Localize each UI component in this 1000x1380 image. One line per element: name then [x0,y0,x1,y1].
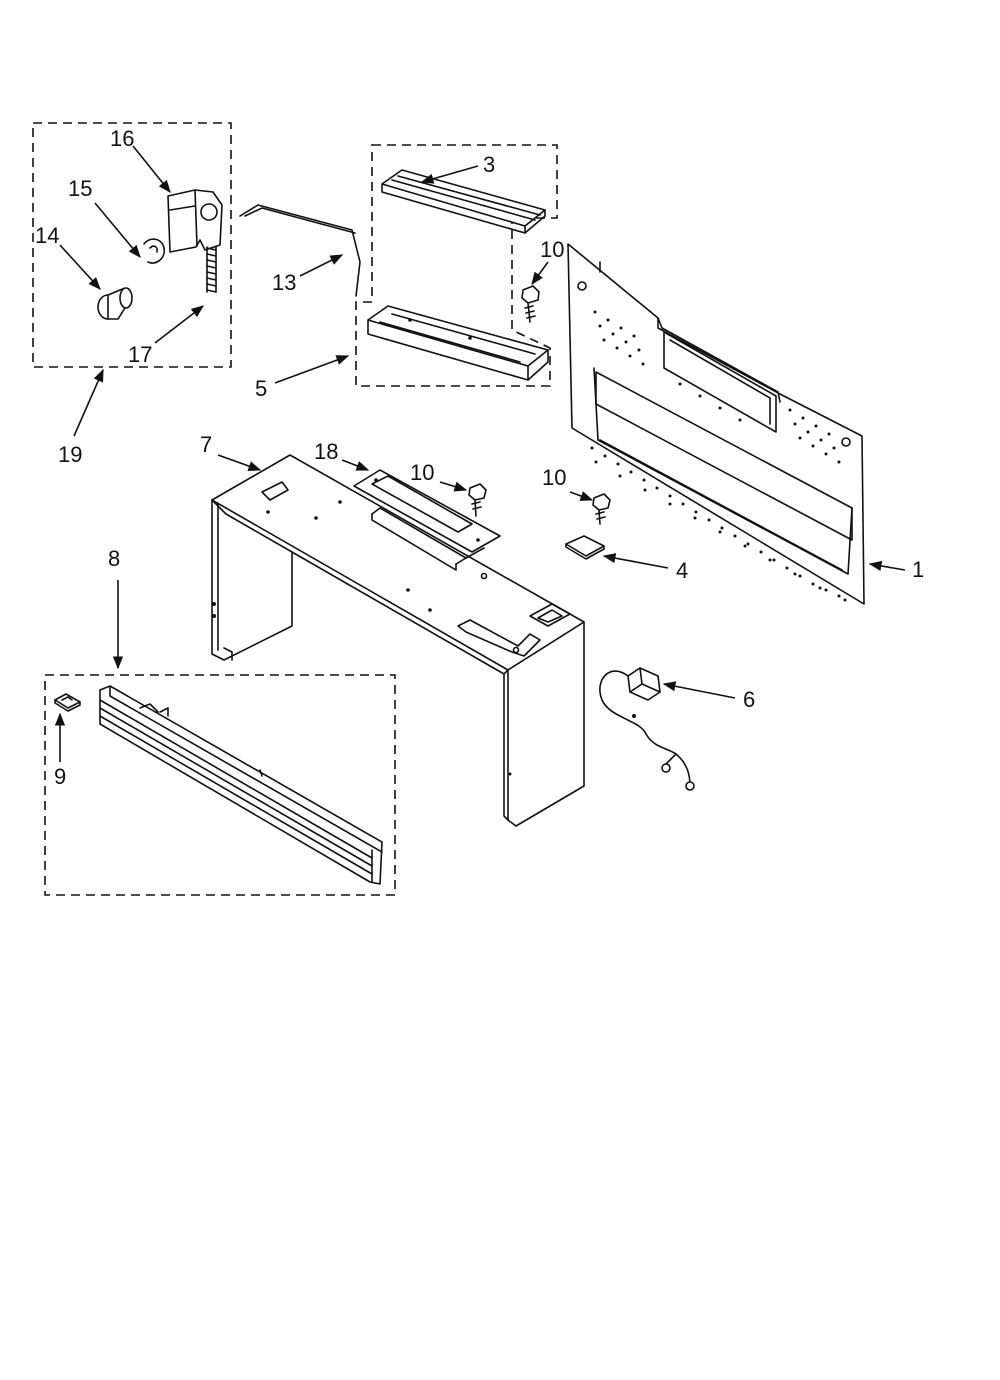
leader-13 [299,254,344,277]
callout-16: 16 [110,126,134,151]
leader-17 [154,305,205,344]
callout-3: 3 [483,152,495,177]
callout-15: 15 [68,176,92,201]
part-5-tray [367,305,549,381]
leader-10b [439,481,468,492]
leader-4 [602,553,669,569]
part-10-screw-right [592,493,611,525]
leader-10c [569,491,594,501]
part-13-wire [239,204,361,297]
group-5-box [355,144,558,387]
group-19-box [32,122,232,368]
part-9-clip [54,693,81,712]
callout-10c: 10 [542,465,566,490]
callout-6: 6 [743,687,755,712]
leader-14 [59,244,101,290]
callout-4: 4 [676,558,688,583]
part-10-screw-middle [468,483,487,517]
leader-10a [531,261,549,286]
callout-8: 8 [108,546,120,571]
part-3-rail [381,169,546,234]
part-14-knob [97,287,133,320]
leader-5 [274,355,350,384]
leader-7 [217,454,262,471]
callout-17: 17 [128,342,152,367]
leader-16 [132,145,171,193]
leader-15 [94,202,141,258]
part-4-plate [565,535,605,560]
part-18-plate [353,469,501,571]
callout-9: 9 [54,764,66,789]
callout-1: 1 [912,557,924,582]
part-6-cutout [599,667,695,791]
callout-13: 13 [272,270,296,295]
part-1-panel [567,243,865,605]
leader-1 [868,560,906,571]
part-7-cabinet [211,454,585,827]
callout-7: 7 [200,432,212,457]
part-16-bracket [167,189,223,253]
leader-6 [662,681,736,699]
callout-19: 19 [58,442,82,467]
callout-18: 18 [314,439,338,464]
callout-5: 5 [255,376,267,401]
part-15-clip [143,238,166,264]
leader-19 [73,368,104,437]
part-10-screw-upper [521,285,540,323]
callout-14: 14 [35,223,59,248]
callout-10b: 10 [410,460,434,485]
part-8-grille [99,685,383,885]
leader-18 [341,459,370,471]
callout-10a: 10 [540,237,564,262]
leader-3 [420,165,479,184]
part-17-spring [206,246,217,293]
